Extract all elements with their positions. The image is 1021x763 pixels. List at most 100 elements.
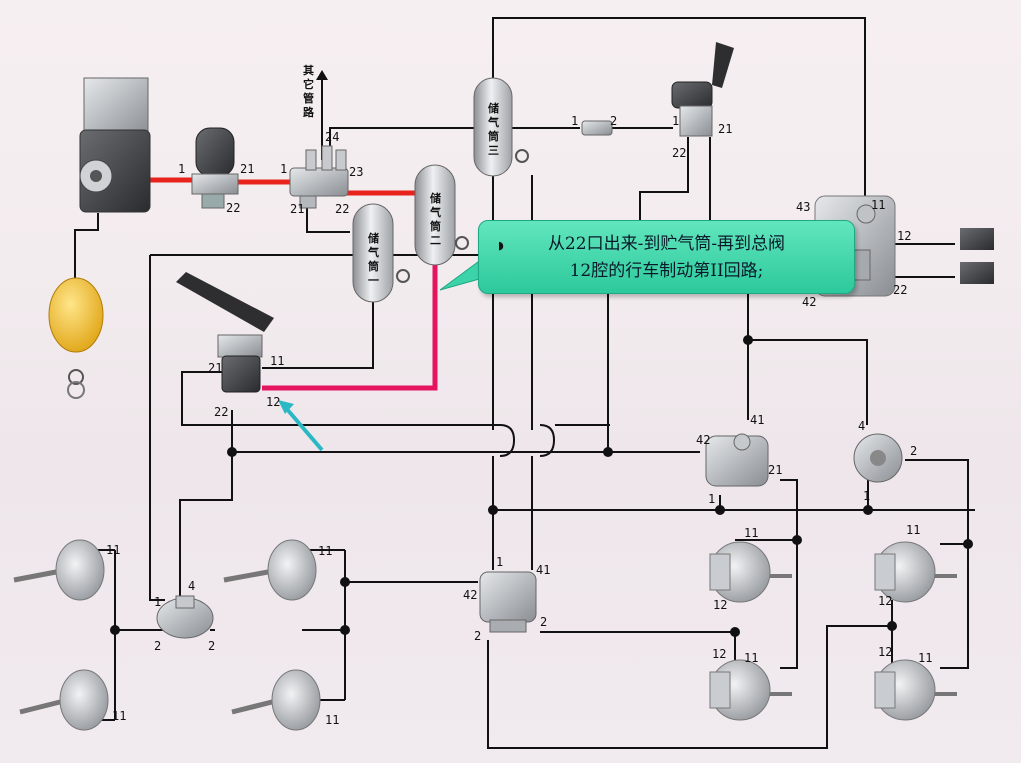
port-label: 12 xyxy=(878,645,892,659)
trailer-couplings xyxy=(960,228,994,284)
port-label: 41 xyxy=(536,563,550,577)
port-label: 11 xyxy=(918,651,932,665)
other-circuits-label-3: 管 xyxy=(303,91,314,105)
tank-three-label-2: 气 xyxy=(487,115,499,129)
air-tank-two xyxy=(414,164,469,266)
port-label: 4 xyxy=(858,419,865,433)
port-label: 42 xyxy=(802,295,816,309)
pipe-junctions xyxy=(110,335,973,637)
port-labels: 1 21 22 1 21 22 23 24 1 2 1 21 22 43 11 … xyxy=(106,114,932,727)
tank-two-label-3: 筒 xyxy=(430,219,441,233)
brake-chamber-front-left xyxy=(13,539,105,601)
port-label: 11 xyxy=(106,543,120,557)
tank-two-label-1: 储 xyxy=(430,191,441,205)
port-label: 1 xyxy=(863,489,870,503)
bullet-icon: ◗ xyxy=(498,239,504,252)
tank-one-label-2: 气 xyxy=(367,245,379,259)
air-compressor xyxy=(79,77,151,213)
port-label: 21 xyxy=(290,202,304,216)
callout-box: ◗ 从22口出来-到贮气筒-再到总阀 12腔的行车制动第II回路; xyxy=(478,220,855,294)
four-circuit-protection-valve xyxy=(289,145,349,209)
air-tank-three xyxy=(473,77,529,177)
port-label: 1 xyxy=(496,555,503,569)
brake-chamber-front-left-2 xyxy=(19,669,109,731)
air-dryer xyxy=(191,127,239,209)
rear-relay-valve xyxy=(479,571,537,633)
port-label: 11 xyxy=(871,198,885,212)
spring-brake-chamber-4 xyxy=(874,659,957,721)
port-label: 2 xyxy=(540,615,547,629)
port-label: 1 xyxy=(672,114,679,128)
tank-three-label-1: 储 xyxy=(488,101,499,115)
other-circuits-label-2: 它 xyxy=(303,77,314,91)
callout-line-1: 从22口出来-到贮气筒-再到总阀 xyxy=(547,234,786,254)
vertical-labels: 其 它 管 路 储 气 筒 三 储 气 筒 二 储 气 筒 一 xyxy=(303,63,499,287)
other-circuits-arrow xyxy=(316,70,328,80)
spring-brake-chamber-3 xyxy=(874,541,957,603)
tank-one-label-1: 储 xyxy=(368,231,379,245)
port-label: 12 xyxy=(266,395,280,409)
port-label: 2 xyxy=(610,114,617,128)
port-label: 42 xyxy=(696,433,710,447)
brake-chamber-front-right xyxy=(223,539,317,601)
relay-valve xyxy=(705,433,769,487)
tank-one-label-4: 一 xyxy=(368,274,379,287)
active-circuit-pipe xyxy=(262,262,438,391)
port-label: 2 xyxy=(154,639,161,653)
hand-brake-valve xyxy=(671,42,734,137)
port-label: 1 xyxy=(280,162,287,176)
spring-brake-chamber-1 xyxy=(709,541,792,603)
port-label: 43 xyxy=(796,200,810,214)
other-circuits-label-4: 路 xyxy=(303,105,315,119)
port-label: 23 xyxy=(349,165,363,179)
port-label: 22 xyxy=(893,283,907,297)
quick-release-valve xyxy=(156,595,214,639)
port-label: 11 xyxy=(744,526,758,540)
spring-brake-chamber-2 xyxy=(709,659,792,721)
foot-brake-valve xyxy=(176,272,274,393)
other-circuits-label-1: 其 xyxy=(303,63,314,77)
port-label: 1 xyxy=(708,492,715,506)
port-label: 12 xyxy=(712,647,726,661)
air-tank-one xyxy=(352,203,410,303)
tank-three-label-3: 筒 xyxy=(488,129,499,143)
callout-text: 从22口出来-到贮气筒-再到总阀 12腔的行车制动第II回路; xyxy=(479,231,854,285)
port-label: 11 xyxy=(318,544,332,558)
port-label: 11 xyxy=(270,354,284,368)
brake-chamber-front-right-2 xyxy=(231,669,321,731)
port-label: 12 xyxy=(897,229,911,243)
port-label: 22 xyxy=(214,405,228,419)
port-label: 2 xyxy=(474,629,481,643)
port-label: 21 xyxy=(768,463,782,477)
port-label: 41 xyxy=(750,413,764,427)
tank-two-label-2: 气 xyxy=(429,205,441,219)
port-label: 11 xyxy=(744,651,758,665)
tank-one-label-3: 筒 xyxy=(368,259,379,273)
port-label: 2 xyxy=(208,639,215,653)
port-label: 1 xyxy=(178,162,185,176)
port-label: 11 xyxy=(112,709,126,723)
pointer-arrow xyxy=(278,400,324,452)
port-label: 2 xyxy=(910,444,917,458)
port-label: 21 xyxy=(208,361,222,375)
port-label: 22 xyxy=(226,201,240,215)
port-label: 12 xyxy=(713,598,727,612)
port-label: 4 xyxy=(188,579,195,593)
port-label: 11 xyxy=(906,523,920,537)
port-label: 12 xyxy=(878,594,892,608)
check-valve xyxy=(581,120,613,136)
callout-line-2: 12腔的行车制动第II回路; xyxy=(569,261,764,281)
tank-two-label-4: 二 xyxy=(430,234,441,247)
port-label: 21 xyxy=(240,162,254,176)
port-label: 22 xyxy=(672,146,686,160)
port-label: 1 xyxy=(571,114,578,128)
port-label: 22 xyxy=(335,202,349,216)
tank-three-label-4: 三 xyxy=(488,144,499,157)
air-pipes xyxy=(74,17,975,749)
port-label: 11 xyxy=(325,713,339,727)
port-label: 21 xyxy=(718,122,732,136)
charged-pipes xyxy=(150,177,415,196)
port-label: 24 xyxy=(325,130,339,144)
port-label: 1 xyxy=(154,595,161,609)
